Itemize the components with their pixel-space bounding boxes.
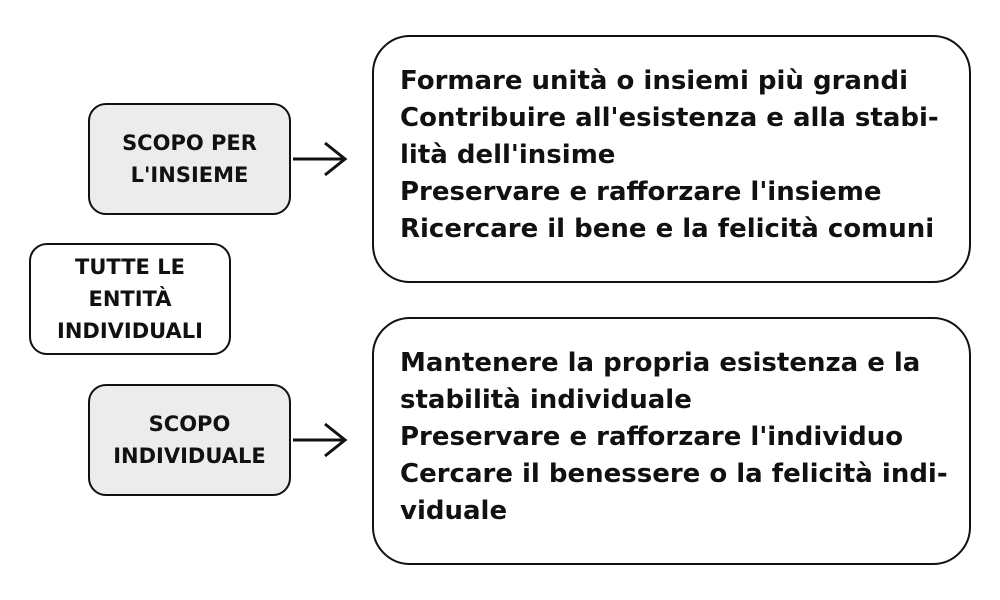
scopo-individuale-box: SCOPO INDIVIDUALE: [88, 384, 291, 496]
panel-individuale-line: viduale: [400, 496, 508, 526]
panel-insieme-line: Preservare e rafforzare l'insieme: [400, 177, 882, 207]
panel-insieme-line: Ricercare il bene e la felicità comuni: [400, 214, 935, 244]
scopo-individuale-panel: Mantenere la propria esistenza e la stab…: [372, 317, 971, 565]
scopo-insieme-line-1: SCOPO PER: [122, 131, 257, 155]
entita-line-1: TUTTE LE: [75, 255, 185, 279]
entita-line-3: INDIVIDUALI: [57, 319, 203, 343]
scopo-insieme-line-2: L'INSIEME: [130, 163, 249, 187]
arrow-right-icon: [293, 141, 348, 177]
panel-insieme-line: Contribuire all'esistenza e alla stabi-: [400, 103, 939, 133]
entita-line-2: ENTITÀ: [88, 287, 172, 311]
scopo-per-insieme-box: SCOPO PER L'INSIEME: [88, 103, 291, 215]
panel-individuale-line: Mantenere la propria esistenza e la: [400, 348, 921, 378]
panel-individuale-line: Preservare e rafforzare l'individuo: [400, 422, 904, 452]
panel-individuale-line: Cercare il benessere o la felicità indi-: [400, 459, 948, 489]
panel-individuale-line: stabilità individuale: [400, 385, 692, 415]
panel-insieme-line: lità dell'insime: [400, 140, 616, 170]
scopo-individuale-line-1: SCOPO: [148, 412, 231, 436]
scopo-individuale-line-2: INDIVIDUALE: [113, 444, 266, 468]
arrow-right-icon: [293, 422, 348, 458]
scopo-insieme-panel: Formare unità o insiemi più grandi Contr…: [372, 35, 971, 283]
panel-insieme-line: Formare unità o insiemi più grandi: [400, 66, 909, 96]
tutte-le-entita-box: TUTTE LE ENTITÀ INDIVIDUALI: [29, 243, 231, 355]
